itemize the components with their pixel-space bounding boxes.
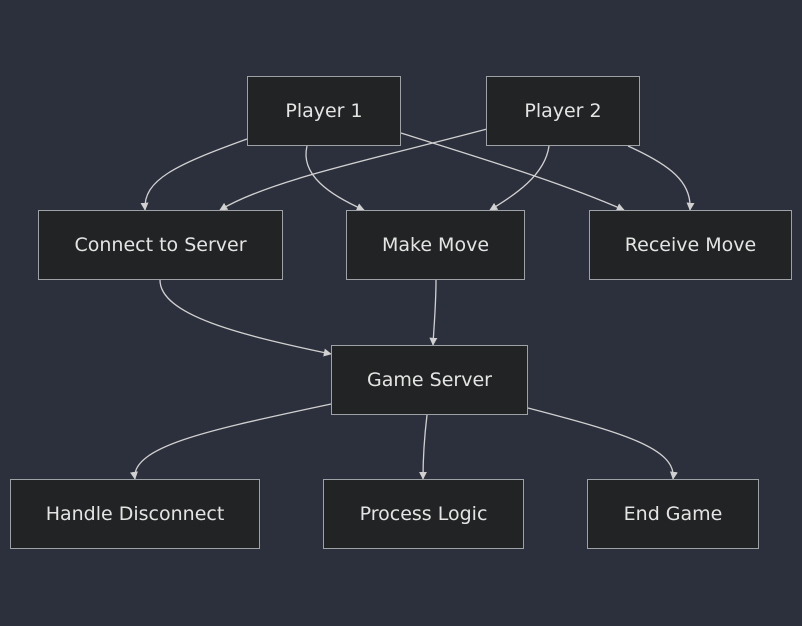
node-player-2: Player 2 — [486, 76, 640, 146]
node-label: Handle Disconnect — [45, 503, 225, 525]
node-receive-move: Receive Move — [589, 210, 792, 280]
node-label: End Game — [623, 503, 723, 525]
edge-player2-to-receive-move — [627, 145, 695, 211]
node-label: Process Logic — [359, 503, 488, 525]
edge-game-server-to-end-game — [527, 407, 678, 480]
edge-player1-to-make-move — [305, 145, 365, 211]
edge-player2-to-make-move — [489, 145, 550, 211]
node-game-server: Game Server — [331, 345, 528, 415]
node-make-move: Make Move — [346, 210, 525, 280]
edge-game-server-to-handle-disconnect — [130, 403, 332, 480]
edge-player2-to-connect — [219, 128, 488, 211]
edge-player1-to-receive-move — [400, 132, 625, 211]
node-process-logic: Process Logic — [323, 479, 524, 549]
node-label: Connect to Server — [74, 234, 247, 256]
node-label: Game Server — [367, 369, 492, 391]
edge-make-move-to-game-server — [429, 279, 438, 346]
edge-player1-to-connect — [140, 138, 248, 211]
node-label: Receive Move — [624, 234, 757, 256]
node-player-1: Player 1 — [247, 76, 401, 146]
node-label: Player 2 — [524, 100, 602, 122]
node-label: Player 1 — [285, 100, 363, 122]
node-end-game: End Game — [587, 479, 759, 549]
edge-game-server-to-process-logic — [419, 414, 428, 480]
node-label: Make Move — [381, 234, 490, 256]
node-connect-to-server: Connect to Server — [38, 210, 283, 280]
node-handle-disconnect: Handle Disconnect — [10, 479, 260, 549]
edge-connect-to-game-server — [159, 279, 332, 357]
